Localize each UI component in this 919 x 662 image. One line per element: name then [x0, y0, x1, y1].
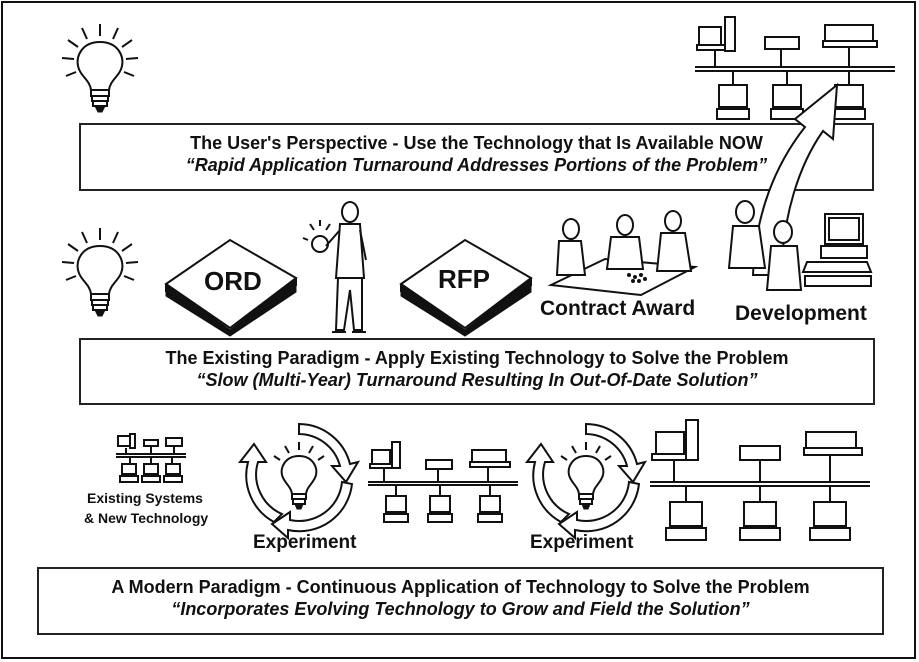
lightbulb-icon — [61, 24, 139, 113]
meeting-icon — [547, 210, 699, 297]
book-rfp-label: RFP — [438, 264, 490, 294]
workstation-icon — [727, 200, 873, 291]
experiment-label-1: Experiment — [253, 532, 357, 553]
cycle-arrows-icon — [237, 422, 361, 541]
existing-paradigm-title: The Existing Paradigm - Apply Existing T… — [165, 348, 789, 368]
modern-paradigm-title: A Modern Paradigm - Continuous Applicati… — [111, 577, 810, 597]
contract-award-label: Contract Award — [540, 297, 696, 320]
modern-paradigm-caption: A Modern Paradigm - Continuous Applicati… — [37, 567, 884, 635]
existing-systems-label-line1: Existing Systems — [87, 490, 203, 506]
book-ord-label: ORD — [204, 266, 262, 296]
experiment-label-2: Experiment — [530, 532, 634, 553]
existing-paradigm-caption: The Existing Paradigm - Apply Existing T… — [79, 338, 875, 405]
book-icon — [399, 238, 533, 337]
network-icon — [650, 419, 870, 541]
existing-paradigm-subtitle: “Slow (Multi-Year) Turnaround Resulting … — [196, 370, 758, 390]
modern-paradigm-subtitle: “Incorporates Evolving Technology to Gro… — [171, 599, 750, 619]
network-icon — [116, 433, 186, 483]
lightbulb-icon — [61, 228, 139, 317]
book-icon — [164, 238, 298, 337]
existing-systems-label-line2: & New Technology — [84, 510, 209, 526]
user-perspective-caption: The User's Perspective - Use the Technol… — [79, 123, 874, 191]
user-perspective-title: The User's Perspective - Use the Technol… — [190, 133, 763, 153]
cycle-arrows-icon — [524, 422, 648, 541]
user-perspective-subtitle: “Rapid Application Turnaround Addresses … — [185, 155, 768, 175]
development-label: Development — [735, 302, 867, 325]
person-icon — [302, 201, 367, 333]
network-icon — [368, 441, 518, 523]
